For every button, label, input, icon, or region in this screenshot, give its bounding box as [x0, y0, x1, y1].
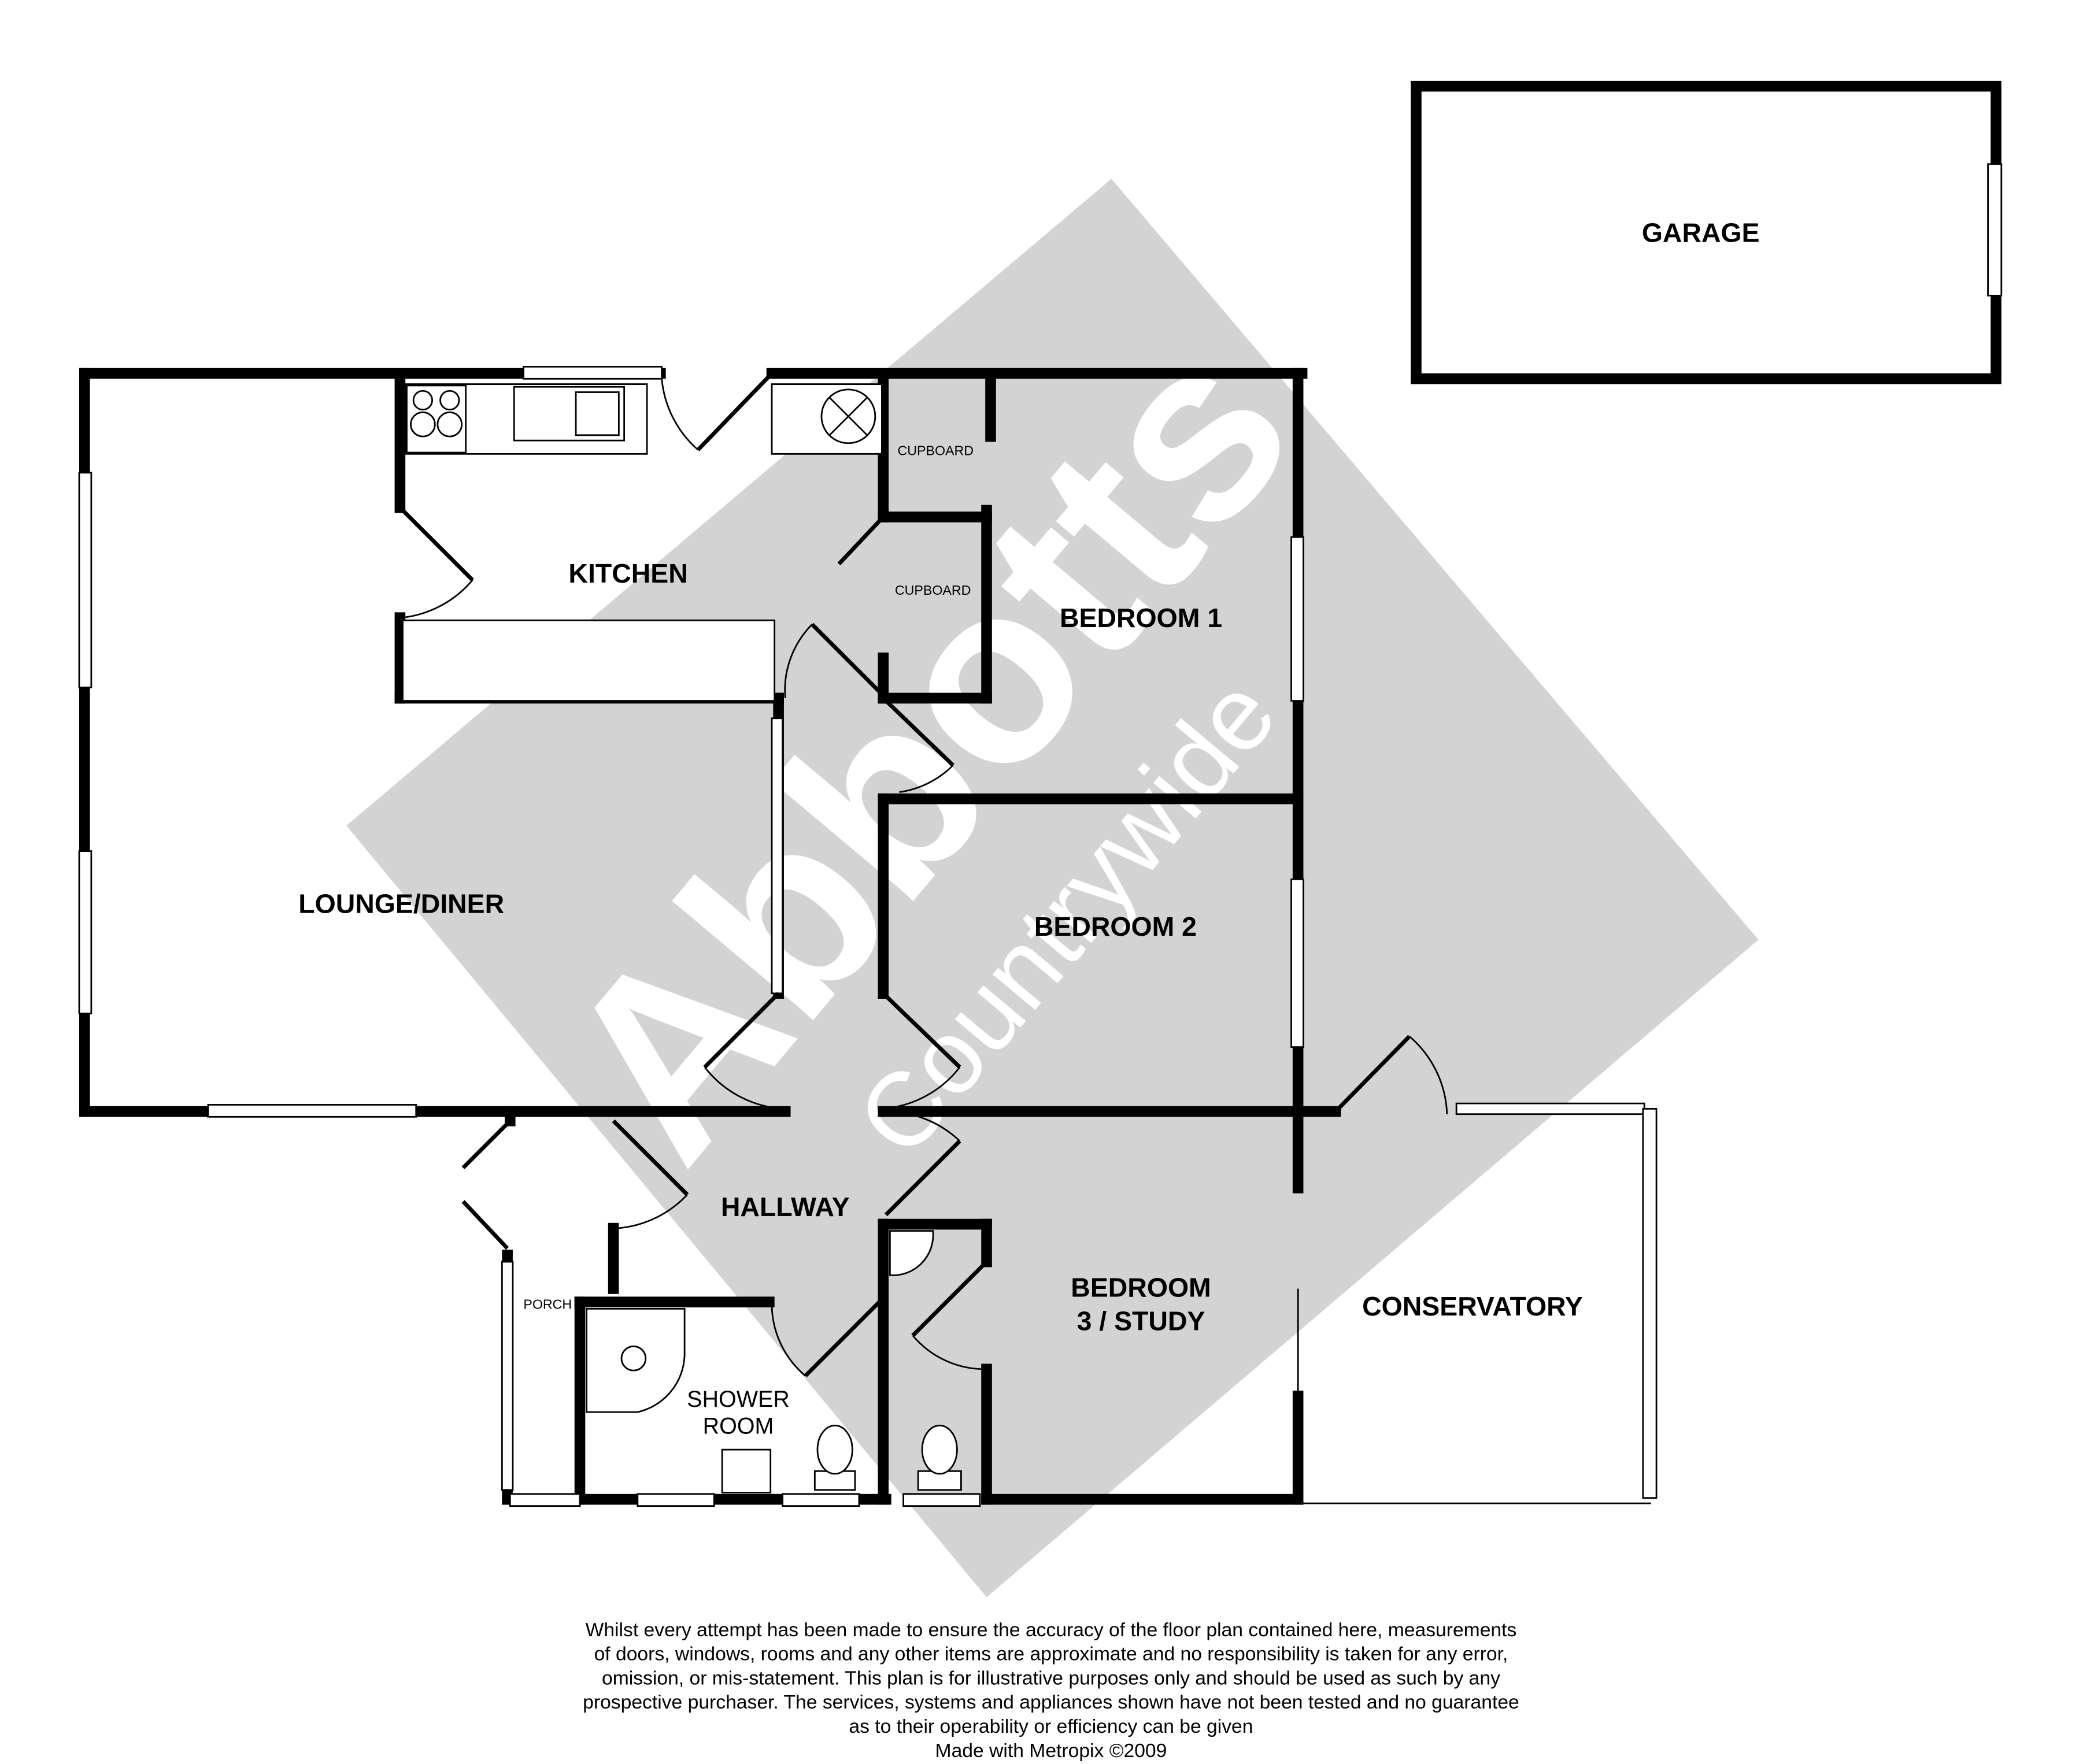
windows: [78, 366, 1304, 1507]
disclaimer: Whilst every attempt has been made to en…: [583, 1620, 1519, 1762]
garage: [1411, 80, 2003, 384]
room-labels: GARAGE KITCHEN CUPBOARD CUPBOARD BEDROOM…: [298, 218, 1759, 1439]
label-bedroom-3-1: BEDROOM: [1071, 1272, 1211, 1302]
basin-icon: [721, 1448, 772, 1494]
label-cupboard-2: CUPBOARD: [895, 583, 971, 598]
disclaimer-line: as to their operability or efficiency ca…: [849, 1716, 1253, 1737]
doors: [398, 372, 1448, 1377]
corner-basin-icon: [889, 1230, 934, 1276]
disclaimer-line: prospective purchaser. The services, sys…: [583, 1692, 1519, 1713]
label-conservatory: CONSERVATORY: [1362, 1291, 1583, 1321]
label-kitchen: KITCHEN: [568, 558, 687, 588]
label-bedroom-3-2: 3 / STUDY: [1077, 1306, 1205, 1336]
disclaimer-credit: Made with Metropix ©2009: [935, 1740, 1167, 1762]
watermark: Abbotts Countrywide: [346, 179, 1759, 1598]
disclaimer-line: omission, or mis-statement. This plan is…: [602, 1667, 1500, 1689]
label-lounge: LOUNGE/DINER: [298, 888, 504, 918]
label-bedroom-2: BEDROOM 2: [1034, 911, 1197, 942]
label-cupboard-1: CUPBOARD: [898, 443, 974, 458]
label-bedroom-1: BEDROOM 1: [1060, 603, 1222, 633]
hob-icon: [406, 384, 467, 454]
label-shower-1: SHOWER: [687, 1387, 790, 1412]
disclaimer-line: of doors, windows, rooms and any other i…: [594, 1644, 1508, 1665]
disclaimer-line: Whilst every attempt has been made to en…: [586, 1620, 1517, 1641]
label-shower-2: ROOM: [703, 1413, 774, 1439]
label-hallway: HALLWAY: [721, 1192, 850, 1222]
label-garage: GARAGE: [1642, 218, 1760, 248]
label-porch: PORCH: [523, 1296, 572, 1311]
fixtures: [402, 383, 962, 1494]
watermark-diamond: [346, 179, 1759, 1598]
